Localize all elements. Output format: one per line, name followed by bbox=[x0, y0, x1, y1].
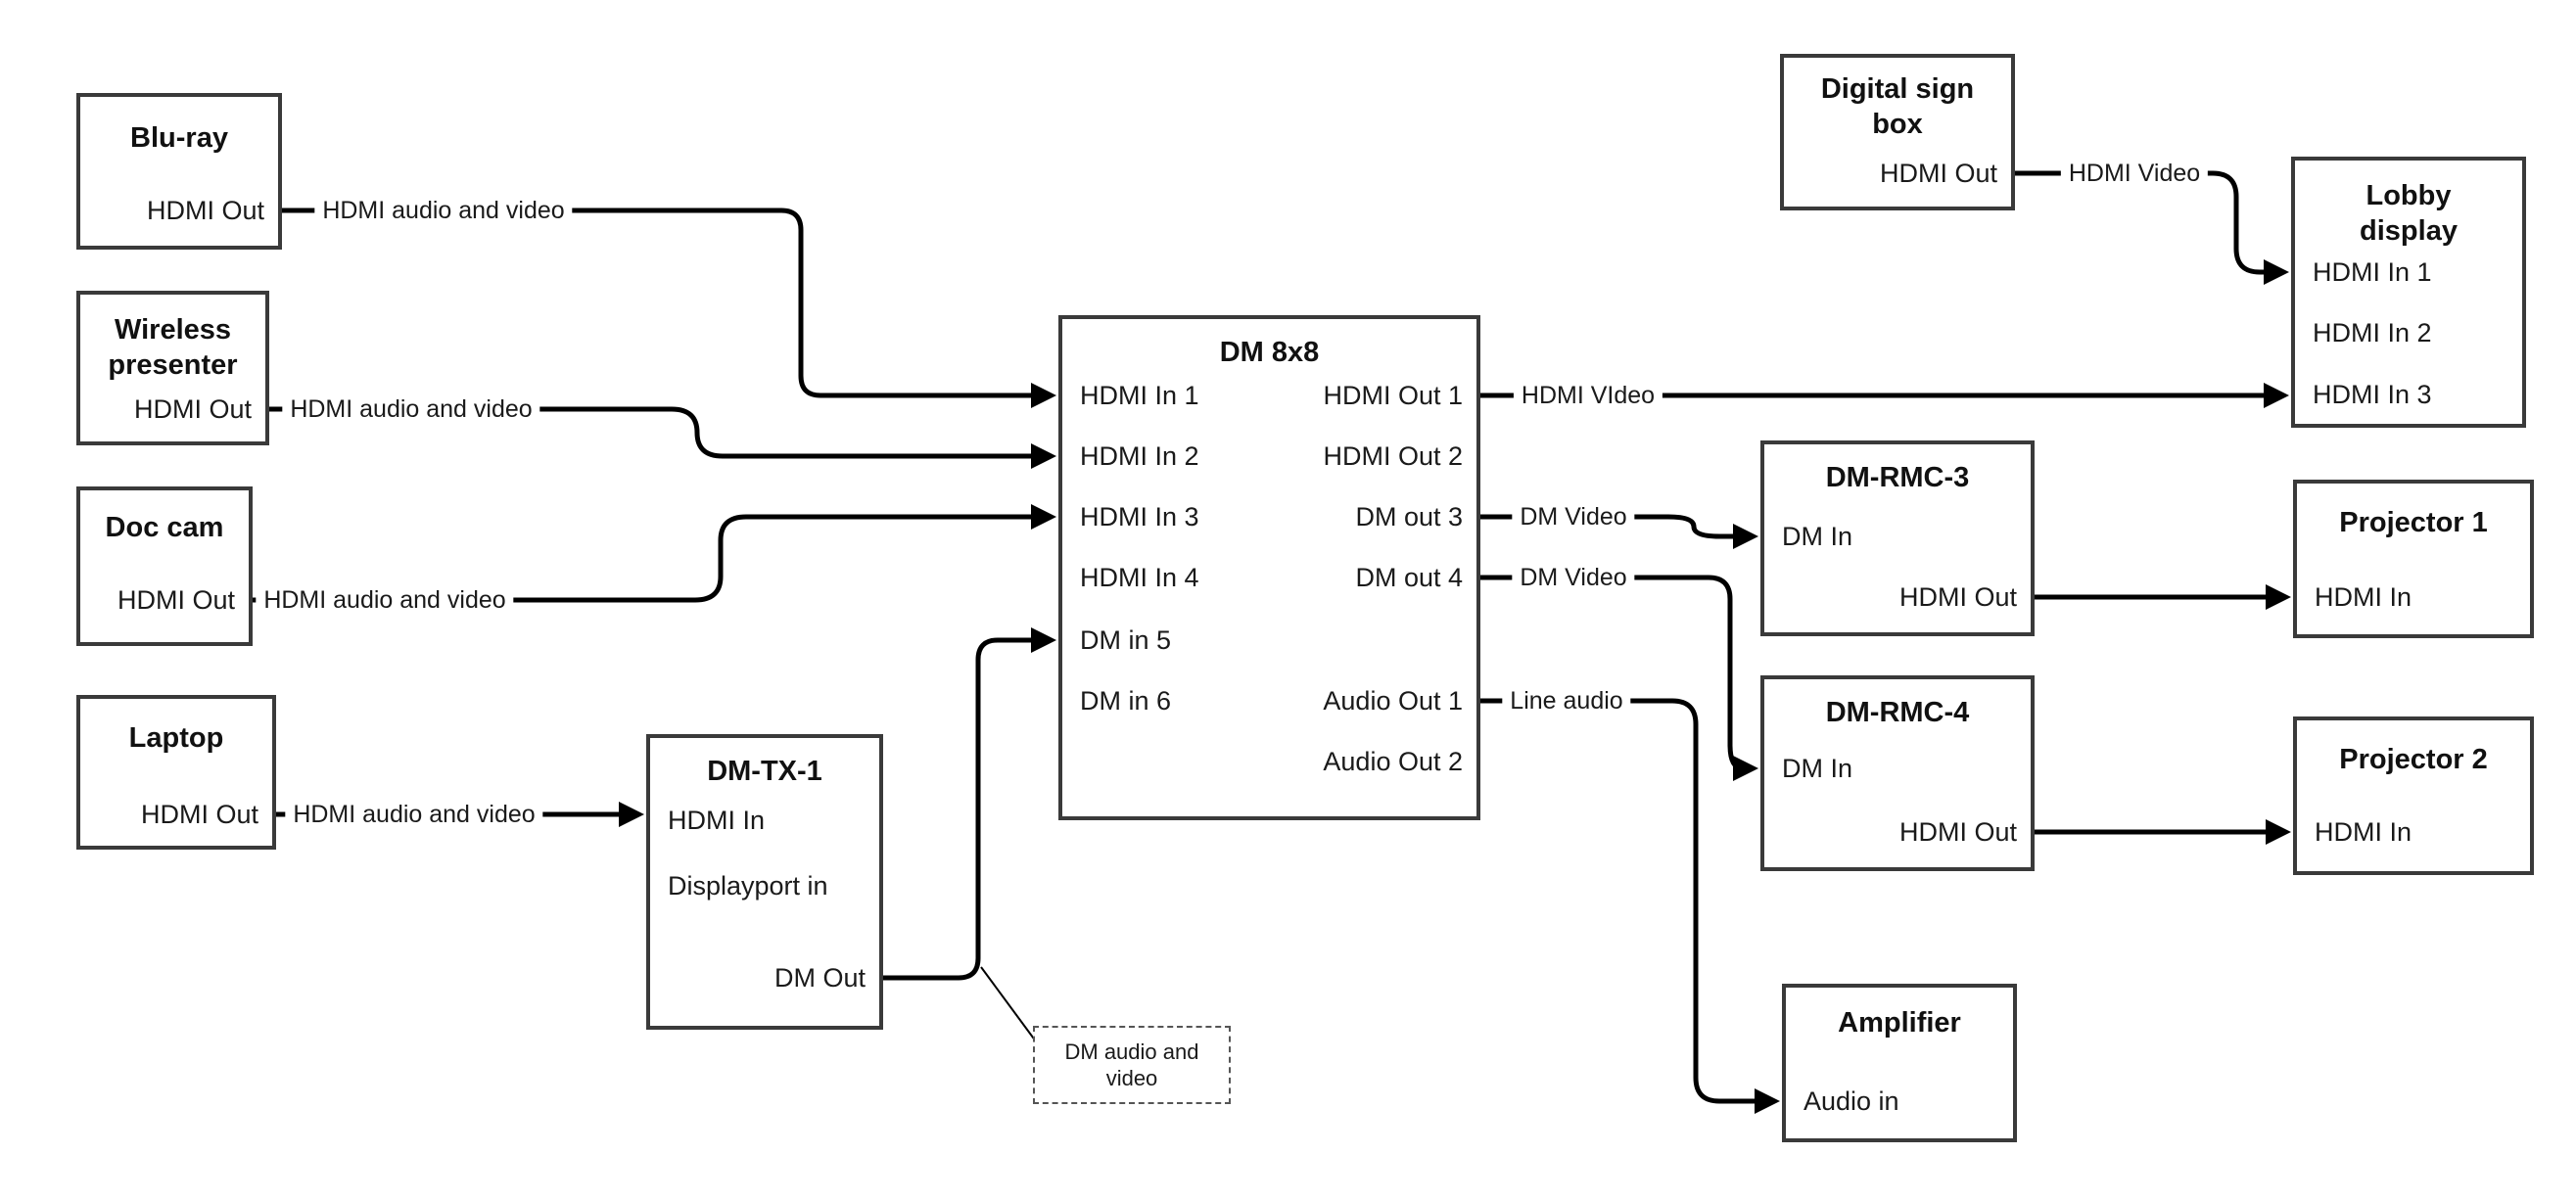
port-hdmi-out: HDMI Out bbox=[117, 585, 235, 615]
port-displayport-in: Displayport in bbox=[668, 871, 828, 901]
node-title: Lobby display bbox=[2360, 180, 2458, 247]
arrowhead-dm8x8-in2 bbox=[1031, 443, 1056, 469]
node-dm-8x8-switcher: DM 8x8 HDMI In 1 HDMI In 2 HDMI In 3 HDM… bbox=[1058, 315, 1480, 820]
wire-label-digitalsign: HDMI Video bbox=[2060, 159, 2209, 188]
port-hdmi-out: HDMI Out bbox=[1898, 817, 2017, 847]
port-hdmi-in-2: HDMI In 2 bbox=[1080, 441, 1199, 471]
port-dm-in-5: DM in 5 bbox=[1080, 625, 1172, 655]
port-dm-out-4: DM out 4 bbox=[1355, 563, 1463, 592]
callout-text: DM audio and video bbox=[1064, 1039, 1199, 1090]
node-projector-1: Projector 1 HDMI In bbox=[2293, 480, 2534, 638]
port-audio-out-1: Audio Out 1 bbox=[1323, 686, 1463, 716]
wire-label-laptop: HDMI audio and video bbox=[285, 800, 543, 829]
port-audio-in: Audio in bbox=[1803, 1086, 1899, 1116]
port-hdmi-in-3: HDMI In 3 bbox=[1080, 502, 1199, 531]
port-hdmi-out: HDMI Out bbox=[1898, 582, 2017, 612]
port-hdmi-in: HDMI In bbox=[2315, 817, 2412, 847]
port-dm-in: DM In bbox=[1782, 754, 1853, 783]
port-hdmi-in-3: HDMI In 3 bbox=[2313, 380, 2432, 409]
port-hdmi-in-1: HDMI In 1 bbox=[2313, 257, 2432, 287]
node-bluray: Blu-ray HDMI Out bbox=[76, 93, 282, 250]
wire-label-dm-out4: DM Video bbox=[1512, 563, 1635, 592]
node-title: DM-RMC-3 bbox=[1825, 462, 1970, 493]
node-title: Blu-ray bbox=[130, 122, 228, 154]
arrowhead-dm8x8-in3 bbox=[1031, 504, 1056, 530]
arrowhead-dm8x8-in5 bbox=[1031, 627, 1056, 653]
wire-digitalsign-to-lobby-in1 bbox=[2015, 170, 2264, 275]
arrowhead-dmtx1-hdmi-in bbox=[619, 802, 644, 827]
wire-label-dm-out3: DM Video bbox=[1512, 502, 1635, 531]
wire-dm8x8-audio1-to-amp bbox=[1480, 698, 1756, 1104]
port-audio-out-2: Audio Out 2 bbox=[1323, 747, 1463, 776]
arrowhead-rmc4-dm-in bbox=[1733, 756, 1758, 781]
port-dm-out-3: DM out 3 bbox=[1355, 502, 1463, 531]
wire-bluray-to-dm8x8-in1 bbox=[282, 208, 1032, 398]
node-wireless-presenter: Wireless presenter HDMI Out bbox=[76, 291, 269, 445]
node-amplifier: Amplifier Audio in bbox=[1782, 984, 2017, 1142]
wire-label-doccam: HDMI audio and video bbox=[256, 585, 514, 615]
wire-dm8x8-out4-to-rmc4 bbox=[1480, 575, 1744, 771]
node-lobby-display: Lobby display HDMI In 1 HDMI In 2 HDMI I… bbox=[2291, 157, 2526, 428]
node-laptop: Laptop HDMI Out bbox=[76, 695, 276, 850]
arrowhead-lobby-in1 bbox=[2264, 259, 2289, 285]
port-hdmi-out-2: HDMI Out 2 bbox=[1323, 441, 1463, 471]
node-title: Amplifier bbox=[1838, 1007, 1961, 1039]
port-hdmi-out: HDMI Out bbox=[1879, 159, 1997, 188]
arrowhead-proj1-hdmi-in bbox=[2266, 584, 2291, 610]
wire-wireless-to-dm8x8-in2 bbox=[269, 406, 1032, 459]
port-hdmi-in: HDMI In bbox=[2315, 582, 2412, 612]
arrowhead-rmc3-dm-in bbox=[1733, 524, 1758, 549]
node-title: Wireless presenter bbox=[108, 314, 238, 381]
port-hdmi-out: HDMI Out bbox=[146, 196, 264, 225]
arrowhead-amp-audio-in bbox=[1755, 1088, 1780, 1114]
node-title: Laptop bbox=[128, 722, 224, 754]
port-dm-in-6: DM in 6 bbox=[1080, 686, 1172, 716]
node-title: DM-TX-1 bbox=[707, 756, 822, 787]
port-hdmi-in-1: HDMI In 1 bbox=[1080, 381, 1199, 410]
node-title: Doc cam bbox=[105, 512, 224, 543]
node-title: DM 8x8 bbox=[1219, 337, 1320, 368]
node-digital-sign-box: Digital sign box HDMI Out bbox=[1780, 54, 2015, 210]
node-doc-cam: Doc cam HDMI Out bbox=[76, 486, 253, 646]
arrowhead-dm8x8-in1 bbox=[1031, 383, 1056, 408]
wire-label-wireless: HDMI audio and video bbox=[282, 394, 540, 424]
port-dm-out: DM Out bbox=[773, 963, 866, 993]
node-title: Projector 1 bbox=[2339, 507, 2488, 538]
wire-doccam-to-dm8x8-in3 bbox=[253, 514, 1032, 603]
node-title: Digital sign box bbox=[1820, 73, 1975, 140]
port-hdmi-in-2: HDMI In 2 bbox=[2313, 318, 2432, 347]
wire-dmtx1-to-dm8x8-in5 bbox=[883, 637, 1032, 981]
port-hdmi-in-4: HDMI In 4 bbox=[1080, 563, 1199, 592]
node-dm-tx-1: DM-TX-1 HDMI In Displayport in DM Out bbox=[646, 734, 883, 1030]
callout-dm-audio-video: DM audio and video bbox=[1033, 1026, 1231, 1104]
wire-dm8x8-out3-to-rmc3 bbox=[1480, 514, 1734, 539]
node-title: DM-RMC-4 bbox=[1825, 697, 1970, 728]
wire-label-audio-out1: Line audio bbox=[1502, 686, 1631, 716]
wire-label-hdmi-out1: HDMI VIdeo bbox=[1513, 381, 1663, 410]
port-dm-in: DM In bbox=[1782, 522, 1853, 551]
port-hdmi-in: HDMI In bbox=[668, 806, 766, 835]
port-hdmi-out-1: HDMI Out 1 bbox=[1323, 381, 1463, 410]
port-hdmi-out: HDMI Out bbox=[140, 800, 258, 829]
callout-leader-line bbox=[980, 966, 1037, 1042]
node-dm-rmc-3: DM-RMC-3 DM In HDMI Out bbox=[1760, 440, 2035, 636]
node-dm-rmc-4: DM-RMC-4 DM In HDMI Out bbox=[1760, 675, 2035, 871]
wire-label-bluray: HDMI audio and video bbox=[314, 196, 573, 225]
node-projector-2: Projector 2 HDMI In bbox=[2293, 716, 2534, 875]
port-hdmi-out: HDMI Out bbox=[133, 394, 252, 424]
arrowhead-proj2-hdmi-in bbox=[2266, 819, 2291, 845]
arrowhead-lobby-in3 bbox=[2264, 383, 2289, 408]
node-title: Projector 2 bbox=[2339, 744, 2488, 775]
